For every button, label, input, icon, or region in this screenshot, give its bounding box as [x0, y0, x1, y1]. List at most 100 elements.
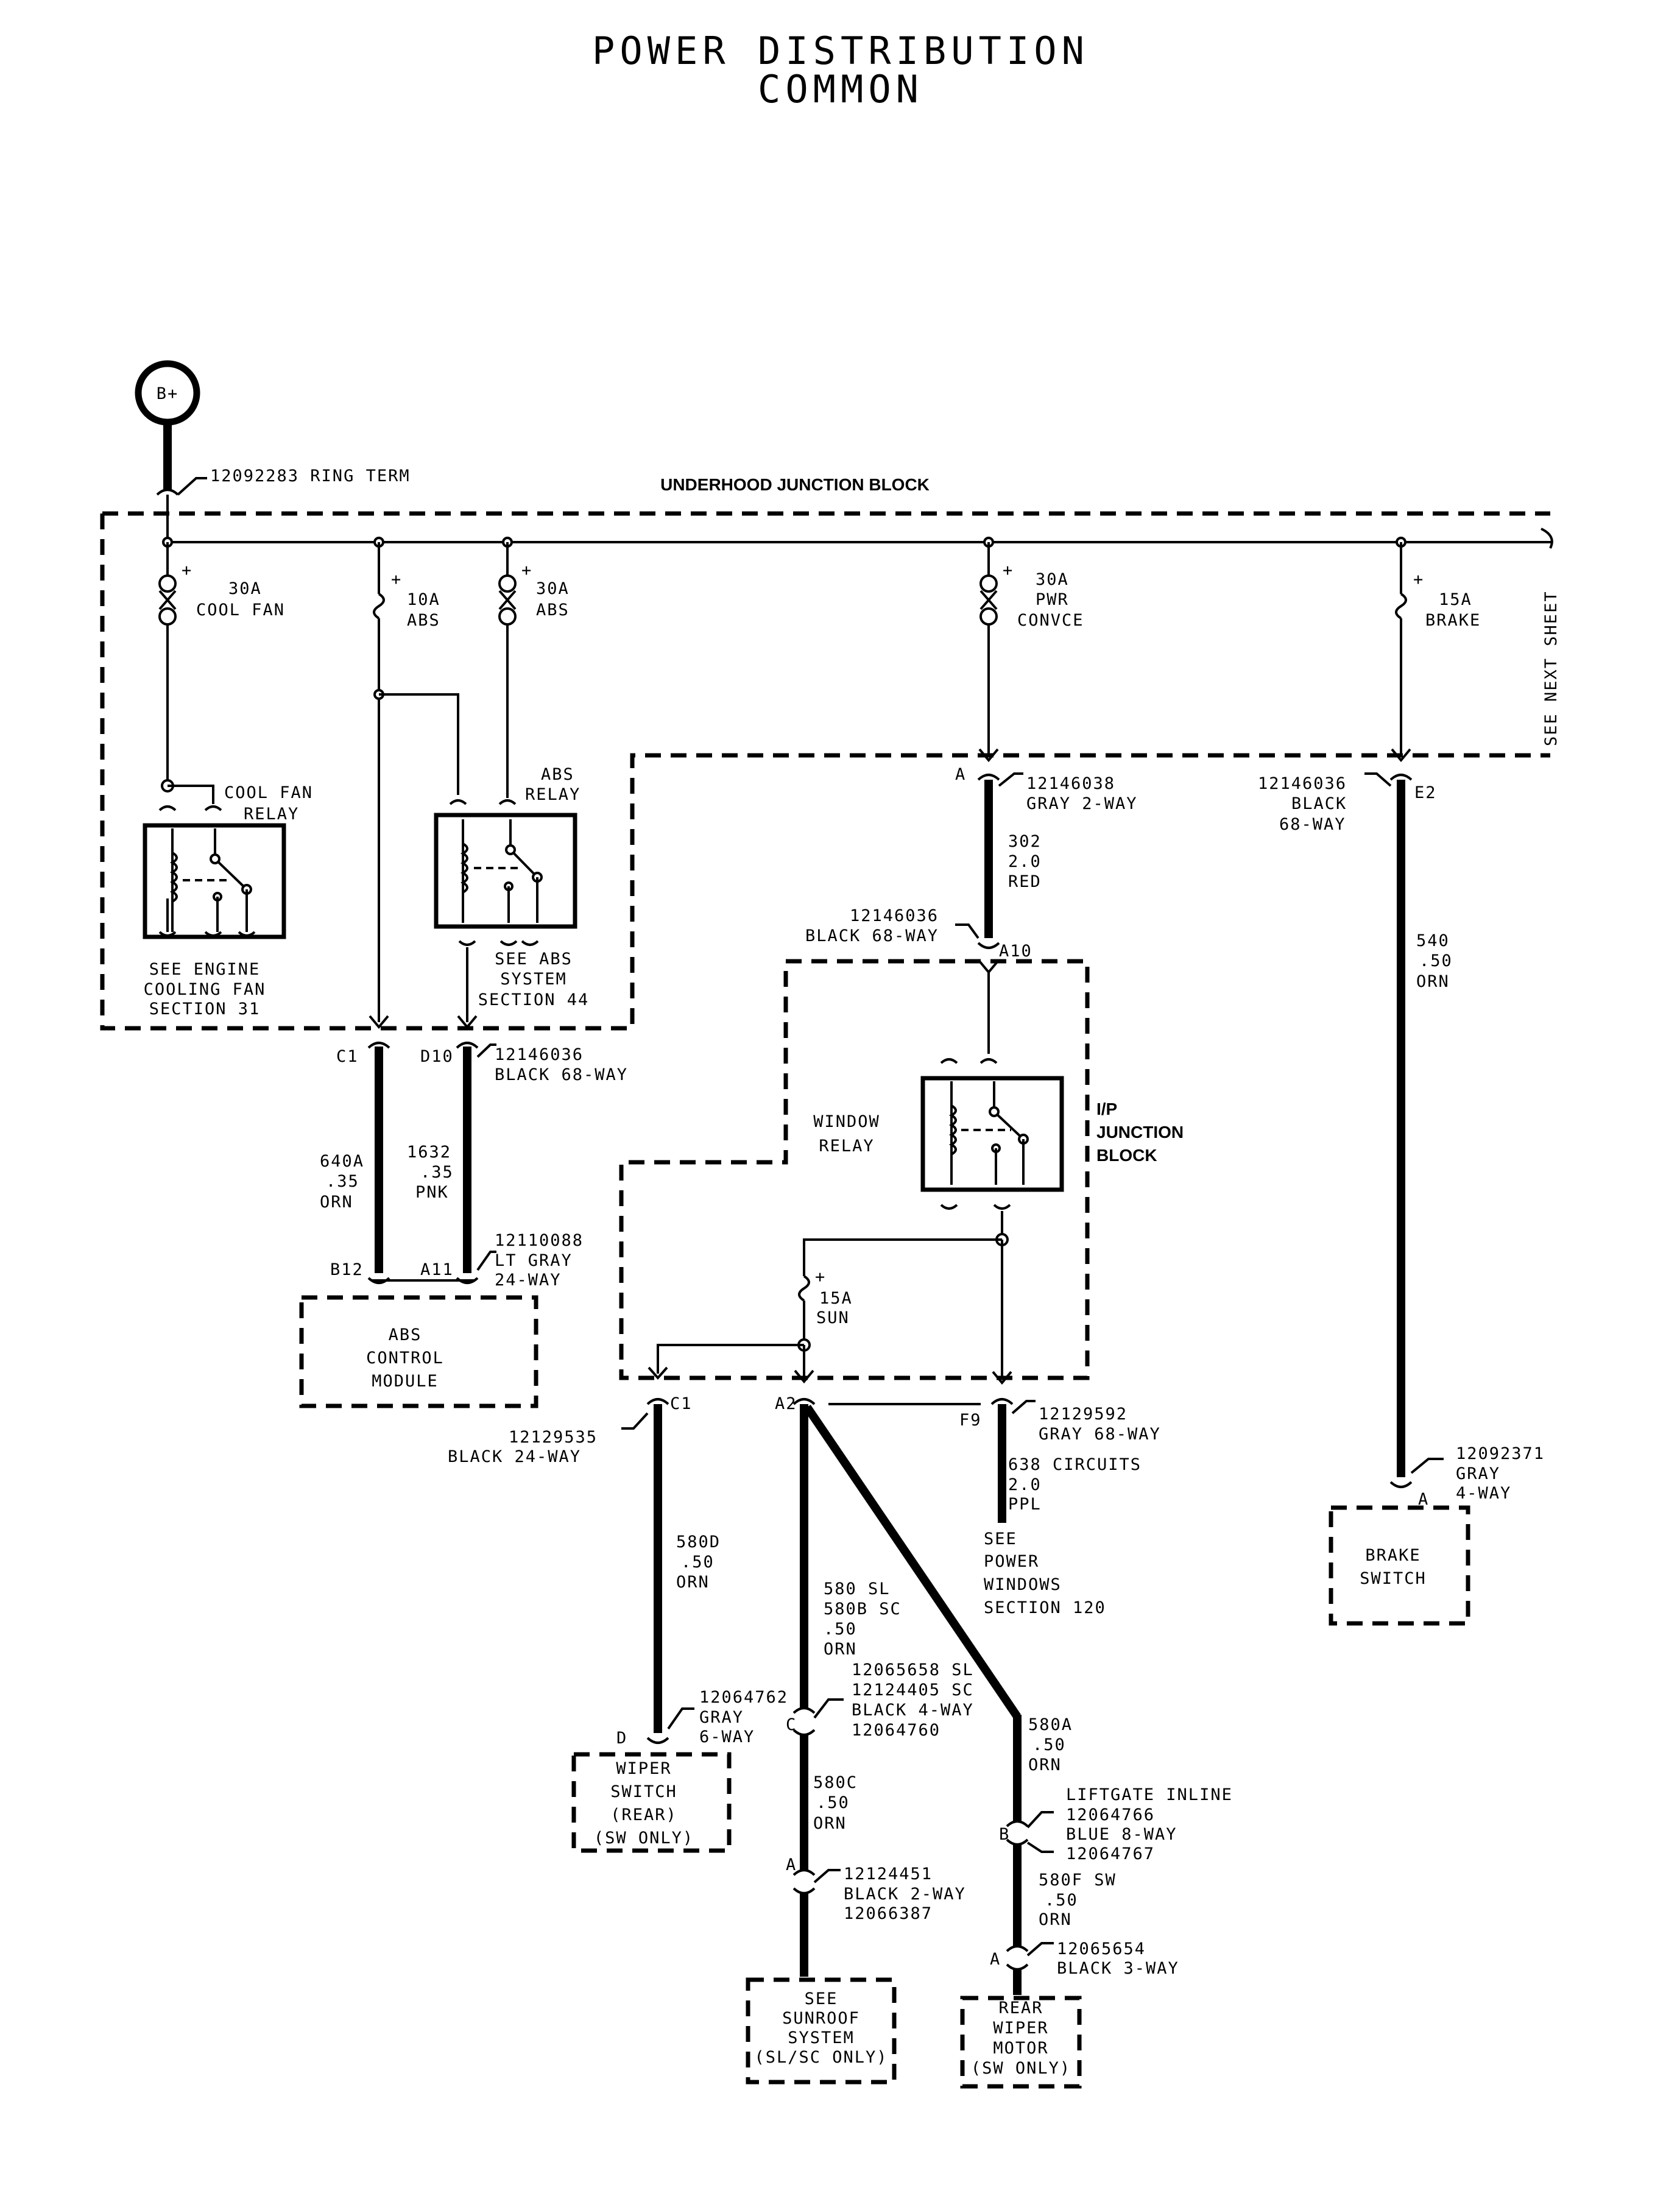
abs-module-l1: ABS: [389, 1326, 422, 1344]
pin-f9: F9: [959, 1411, 982, 1430]
conn-c-l1: 12065658 SL: [852, 1661, 974, 1679]
liftgate-l4: 12064767: [1066, 1845, 1155, 1863]
fuse-pwr-amps: 30A: [1036, 570, 1069, 589]
conn-a-sun-l1: 12124451: [844, 1865, 933, 1883]
pin-c1: C1: [336, 1047, 359, 1066]
wire-580-l3: .50: [824, 1620, 857, 1639]
wire-540-l1: 540: [1416, 931, 1450, 950]
conn-a-brake-l1: 12092371: [1456, 1444, 1545, 1463]
wire-580f-l3: ORN: [1039, 1910, 1072, 1929]
wire-302-l2: 2.0: [1008, 852, 1042, 871]
abs-relay-see3: SECTION 44: [478, 990, 590, 1009]
conn-d-desc2: 6-WAY: [699, 1728, 755, 1746]
pin-d: D: [616, 1729, 627, 1748]
fuse-brake-name: BRAKE: [1425, 611, 1481, 630]
wire-580a-l3: ORN: [1028, 1756, 1062, 1774]
battery-terminal: B+: [135, 360, 200, 496]
pin-a11: A11: [420, 1260, 454, 1279]
abs-relay-see1: SEE ABS: [495, 950, 573, 969]
pin-a10: A10: [999, 942, 1032, 961]
window-relay-l2: RELAY: [819, 1137, 874, 1156]
pin-a-sun: A: [786, 1855, 797, 1874]
wire-638-l1: 638 CIRCUITS: [1008, 1455, 1142, 1474]
pin-b-liftgate: B: [999, 1825, 1010, 1844]
conn-b12-desc2: 24-WAY: [495, 1271, 562, 1290]
pin-a: A: [955, 765, 966, 784]
abs-relay-label2: RELAY: [525, 785, 581, 804]
wire-580d-l2: .50: [681, 1553, 715, 1572]
wire-638-l3: PPL: [1008, 1495, 1042, 1514]
pin-a-rear: A: [990, 1950, 1001, 1969]
underhood-junction-block-label: UNDERHOOD JUNCTION BLOCK: [660, 475, 930, 494]
conn-b12-desc1: LT GRAY: [495, 1251, 573, 1270]
fuse-15a-brake: [1391, 537, 1411, 763]
wire-1632-l1: 1632: [407, 1143, 451, 1162]
conn-d-desc1: GRAY: [699, 1708, 744, 1727]
pin-a-brake: A: [1418, 1490, 1429, 1509]
fuse-sun-amps: 15A: [819, 1289, 853, 1308]
diagram-title-line2: COMMON: [758, 67, 923, 111]
pin-a2: A2: [775, 1394, 797, 1413]
fuse-plus: +: [1003, 561, 1014, 580]
conn-f9-part: 12129592: [1039, 1405, 1128, 1424]
abs-relay-see2: SYSTEM: [500, 970, 567, 989]
conn-a-part: 12146038: [1026, 774, 1115, 793]
wiper-switch-l3: (REAR): [610, 1806, 677, 1824]
conn-a-rear-l1: 12065654: [1057, 1940, 1146, 1958]
wire-540-l2: .50: [1419, 951, 1453, 970]
conn-b12-part: 12110088: [495, 1231, 584, 1250]
conn-a-brake-l3: 4-WAY: [1456, 1484, 1511, 1503]
conn-e2-part: 12146036: [1258, 774, 1347, 793]
conn-d-part: 12064762: [699, 1688, 788, 1707]
see-power-windows-l3: WINDOWS: [984, 1575, 1062, 1594]
wire-580-l2: 580B SC: [824, 1600, 902, 1619]
liftgate-l1: LIFTGATE INLINE: [1066, 1785, 1233, 1804]
ip-block-l3: BLOCK: [1096, 1146, 1157, 1165]
fuse-15a-sun: [648, 1275, 814, 1384]
ip-block-l2: JUNCTION: [1096, 1123, 1184, 1142]
conn-c1-desc: BLACK 68-WAY: [495, 1065, 628, 1084]
conn-e2-desc2: 68-WAY: [1279, 815, 1346, 834]
conn-c-l4: 12064760: [852, 1721, 941, 1740]
see-next-sheet-label: SEE NEXT SHEET: [1542, 590, 1561, 746]
wire-302-l1: 302: [1008, 832, 1042, 851]
wire-580c-l3: ORN: [813, 1814, 847, 1833]
rear-wiper-l2: WIPER: [993, 2019, 1048, 2038]
ip-block-l1: I/P: [1096, 1100, 1117, 1118]
pin-e2: E2: [1414, 783, 1437, 802]
rear-wiper-l4: (SW ONLY): [971, 2059, 1071, 2078]
wire-580d-l3: ORN: [676, 1573, 710, 1592]
wire-540-l3: ORN: [1416, 972, 1450, 991]
fuse-plus: +: [521, 561, 532, 580]
pin-c1-ip: C1: [670, 1394, 693, 1413]
rear-wiper-l1: REAR: [998, 1999, 1043, 2018]
abs-module-l3: MODULE: [372, 1372, 439, 1391]
liftgate-l3: BLUE 8-WAY: [1066, 1825, 1177, 1844]
svg-text:B+: B+: [157, 384, 179, 403]
wire-302-l3: RED: [1008, 872, 1042, 891]
pin-b12: B12: [330, 1260, 364, 1279]
fuse-abs10-amps: 10A: [407, 590, 440, 609]
fuse-plus: +: [1413, 570, 1424, 589]
see-power-windows-l4: SECTION 120: [984, 1598, 1106, 1617]
see-power-windows-l2: POWER: [984, 1552, 1039, 1571]
wire-1632-l3: PNK: [415, 1183, 449, 1202]
rear-wiper-l3: MOTOR: [993, 2039, 1048, 2058]
fuse-sun-name: SUN: [816, 1308, 850, 1327]
conn-a-sun-l3: 12066387: [844, 1904, 933, 1923]
liftgate-l2: 12064766: [1066, 1806, 1155, 1824]
wire-640a-l3: ORN: [320, 1193, 353, 1212]
sunroof-l3: SYSTEM: [788, 2028, 855, 2047]
wire-580d-l1: 580D: [676, 1533, 721, 1552]
brake-switch-l1: BRAKE: [1365, 1546, 1421, 1565]
wire-580a-l2: .50: [1032, 1735, 1066, 1754]
conn-c1-part: 12146036: [495, 1045, 584, 1064]
wire-1632-l2: .35: [420, 1163, 454, 1182]
window-relay-l1: WINDOW: [813, 1112, 880, 1131]
wire-580-l4: ORN: [824, 1640, 857, 1659]
wire-580c-l2: .50: [816, 1793, 850, 1812]
abs-relay-label1: ABS: [541, 765, 574, 784]
cool-fan-relay-label2: RELAY: [244, 805, 299, 824]
wire-580a: [803, 1405, 1021, 1719]
